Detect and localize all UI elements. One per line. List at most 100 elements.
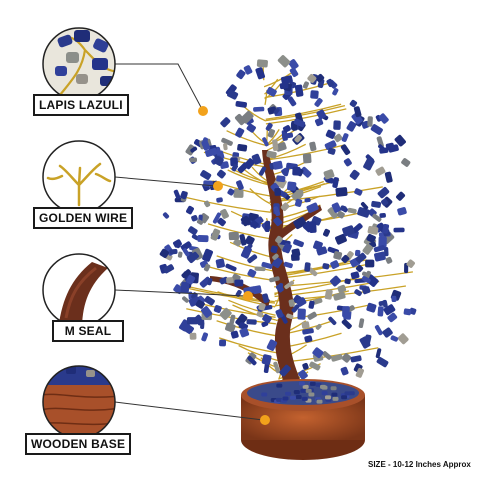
- stone-chip: [205, 147, 218, 157]
- stone-chip: [261, 321, 269, 328]
- stone-chip: [295, 189, 304, 197]
- stone-chip: [316, 246, 328, 256]
- stone-chip: [180, 241, 192, 251]
- stone-chip: [246, 123, 256, 133]
- stone-chip: [309, 141, 317, 152]
- stone-chip: [384, 171, 393, 183]
- stone-chip: [382, 327, 393, 338]
- stone-chip: [223, 143, 228, 151]
- stone-chip: [220, 117, 231, 128]
- stone-chip: [196, 219, 204, 225]
- stone-chip: [298, 369, 308, 380]
- stone-chip: [235, 127, 245, 138]
- stone-chip: [265, 122, 273, 132]
- leader-lines: [114, 63, 264, 421]
- stone-chip: [326, 78, 334, 88]
- wire-branch: [227, 169, 270, 186]
- stone-chip: [367, 226, 379, 235]
- stone-chip: [378, 113, 389, 124]
- stone-chip: [228, 231, 240, 241]
- wire-branch: [249, 188, 271, 205]
- stone-chip: [409, 307, 417, 315]
- base-chip: [293, 390, 300, 394]
- stone-chip: [396, 191, 406, 201]
- stone-chip: [255, 67, 266, 80]
- stone-chip: [394, 134, 406, 147]
- stone-chip: [304, 262, 311, 272]
- stone-chip: [324, 140, 337, 150]
- stone-chip: [385, 142, 395, 151]
- stone-chip: [377, 187, 390, 199]
- stone-chip: [284, 280, 295, 289]
- stone-chip: [240, 215, 251, 227]
- stone-chip: [401, 158, 411, 167]
- stone-chip: [234, 279, 244, 287]
- stone-chip: [275, 235, 283, 244]
- stone-chip: [274, 188, 282, 196]
- stone-chip: [323, 228, 330, 237]
- stone-chip: [229, 314, 236, 325]
- stone-chip: [182, 296, 189, 303]
- stone-chip: [341, 254, 350, 264]
- stone-chip: [362, 243, 374, 255]
- stone-chip: [277, 55, 291, 68]
- stone-chip: [235, 100, 248, 108]
- stone-chip: [269, 276, 280, 283]
- stone-chip: [262, 314, 272, 324]
- stone-chip: [354, 249, 361, 257]
- size-note: SIZE - 10-12 Inches Approx: [368, 460, 471, 469]
- stone-chip: [403, 308, 412, 316]
- wire-branch: [265, 108, 347, 125]
- stone-chip: [225, 263, 237, 272]
- stone-chip: [244, 235, 255, 246]
- stone-chip: [233, 238, 242, 247]
- stone-chip: [237, 162, 249, 174]
- stone-chip: [243, 65, 253, 75]
- stone-chip: [159, 248, 170, 259]
- stone-chip: [335, 233, 347, 245]
- stone-chip: [258, 302, 266, 311]
- stone-chip: [300, 166, 312, 178]
- stone-chip: [302, 362, 309, 370]
- wire-branch: [216, 255, 274, 272]
- stone-chip: [385, 256, 393, 264]
- stone-chip: [302, 153, 312, 164]
- stone-chip: [336, 210, 345, 219]
- stone-chip: [162, 212, 170, 219]
- wire-branch: [226, 130, 268, 147]
- stone-chip: [163, 264, 175, 274]
- stone-chip: [186, 205, 194, 215]
- stone-chip: [195, 299, 205, 309]
- stone-chip: [343, 158, 352, 167]
- stone-chip: [190, 146, 198, 153]
- stone-chip: [200, 321, 205, 330]
- stone-chip: [312, 347, 324, 359]
- stone-chip: [182, 248, 190, 257]
- stone-chip: [314, 97, 323, 107]
- stone-chip: [376, 222, 385, 230]
- stone-chip: [273, 107, 280, 115]
- stone-chip: [252, 285, 262, 295]
- stone-chip: [212, 212, 221, 224]
- stone-chip: [361, 286, 371, 295]
- stone-chip: [262, 293, 270, 303]
- stone-chip: [231, 163, 238, 172]
- stone-chip: [253, 106, 265, 112]
- stone-chip: [352, 223, 363, 234]
- base-chip: [285, 391, 292, 396]
- stone-chip: [306, 202, 319, 213]
- stone-chip: [197, 234, 209, 243]
- stone-chip: [283, 167, 290, 177]
- stone-chip: [239, 327, 250, 338]
- stone-chip: [383, 304, 396, 316]
- stone-chip: [350, 355, 362, 363]
- stone-chip: [372, 213, 382, 222]
- stone-chip: [210, 228, 221, 241]
- stone-chip: [199, 276, 212, 288]
- stone-chip: [397, 333, 409, 345]
- stone-chip: [302, 81, 309, 89]
- lapis-stones: [159, 55, 417, 380]
- wire-branch: [263, 71, 294, 88]
- base-chip: [332, 396, 339, 401]
